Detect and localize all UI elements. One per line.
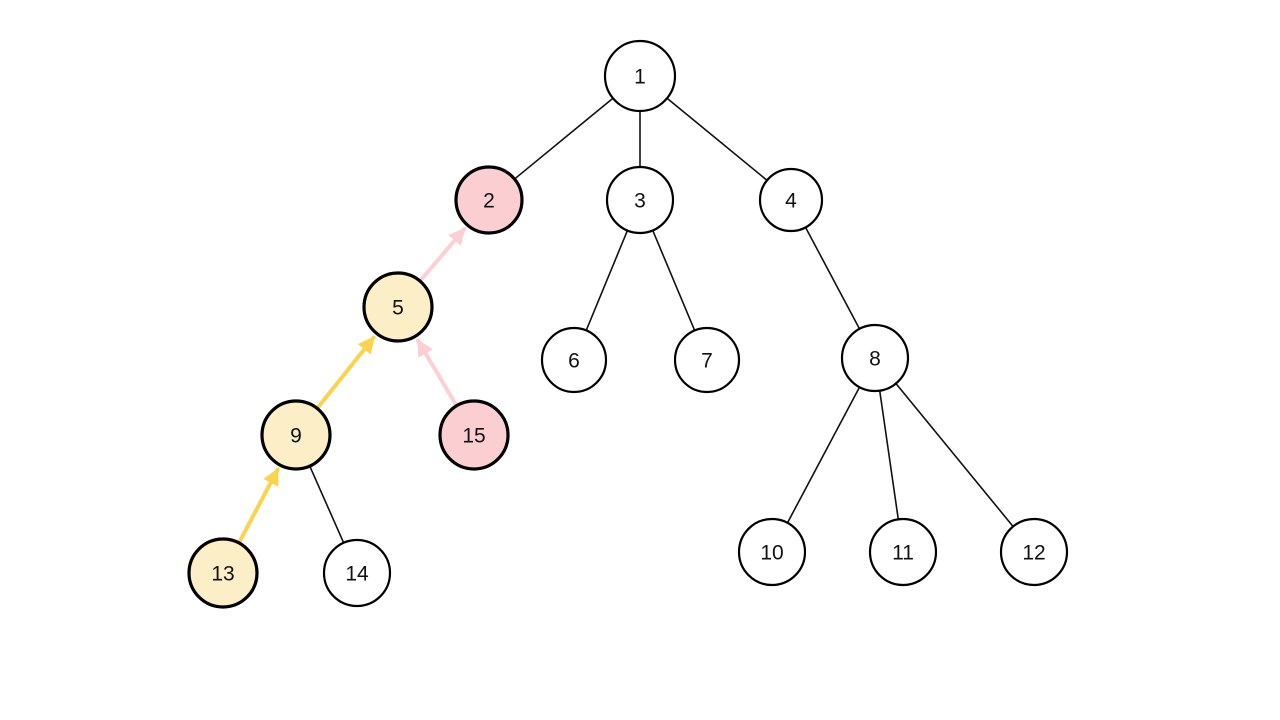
node-circle-4[interactable]: [758, 167, 824, 233]
node-label-12: 12: [1022, 542, 1045, 565]
node-label-14: 14: [345, 563, 369, 586]
tree-node-3[interactable]: 3: [605, 165, 675, 235]
tree-node-6[interactable]: 6: [540, 326, 608, 394]
node-label-5: 5: [392, 297, 404, 320]
tree-node-1[interactable]: 1: [603, 39, 677, 113]
node-label-9: 9: [290, 425, 302, 448]
node-label-15: 15: [462, 425, 485, 448]
tree-edge-9-14: [308, 465, 345, 544]
tree-edge-8-11: [878, 389, 900, 521]
tree-node-9[interactable]: 9: [260, 399, 332, 471]
node-label-4: 4: [785, 190, 797, 213]
tree-node-7[interactable]: 7: [673, 326, 741, 394]
node-label-10: 10: [760, 542, 783, 565]
tree-edge-3-7: [651, 229, 696, 332]
node-circle-15[interactable]: [438, 399, 510, 471]
node-circle-9[interactable]: [260, 399, 332, 471]
node-label-1: 1: [634, 66, 646, 89]
edges-layer: [237, 97, 1014, 544]
tree-node-14[interactable]: 14: [322, 538, 392, 608]
node-circle-8[interactable]: [840, 323, 910, 393]
node-circle-10[interactable]: [737, 517, 807, 587]
node-circle-6[interactable]: [540, 326, 608, 394]
tree-edge-13-9: [237, 467, 280, 544]
tree-edge-1-2: [513, 97, 614, 180]
node-circle-2[interactable]: [454, 165, 524, 235]
node-circle-14[interactable]: [322, 538, 392, 608]
tree-node-11[interactable]: 11: [868, 517, 938, 587]
tree-node-10[interactable]: 10: [737, 517, 807, 587]
tree-edge-4-8: [804, 226, 861, 330]
node-circle-1[interactable]: [603, 39, 677, 113]
tree-edge-9-5: [316, 335, 376, 409]
node-label-6: 6: [568, 350, 580, 373]
tree-edge-8-10: [786, 386, 861, 524]
tree-node-13[interactable]: 13: [187, 537, 259, 609]
node-circle-13[interactable]: [187, 537, 259, 609]
tree-edge-15-5: [415, 338, 458, 407]
node-circle-11[interactable]: [868, 517, 938, 587]
tree-node-15[interactable]: 15: [438, 399, 510, 471]
node-label-8: 8: [869, 348, 881, 371]
node-label-2: 2: [483, 190, 495, 213]
tree-node-12[interactable]: 12: [999, 517, 1069, 587]
node-circle-3[interactable]: [605, 165, 675, 235]
tree-edge-8-12: [895, 382, 1014, 528]
tree-node-8[interactable]: 8: [840, 323, 910, 393]
node-circle-5[interactable]: [362, 271, 434, 343]
node-circle-7[interactable]: [673, 326, 741, 394]
tree-node-4[interactable]: 4: [758, 167, 824, 233]
tree-edge-5-2: [419, 226, 467, 282]
node-label-3: 3: [634, 190, 646, 213]
tree-node-2[interactable]: 2: [454, 165, 524, 235]
node-label-7: 7: [701, 350, 713, 373]
tree-edge-3-6: [585, 229, 629, 332]
node-circle-12[interactable]: [999, 517, 1069, 587]
tree-edge-1-4: [666, 97, 768, 182]
tree-node-5[interactable]: 5: [362, 271, 434, 343]
node-label-11: 11: [892, 542, 914, 565]
node-label-13: 13: [211, 563, 234, 586]
